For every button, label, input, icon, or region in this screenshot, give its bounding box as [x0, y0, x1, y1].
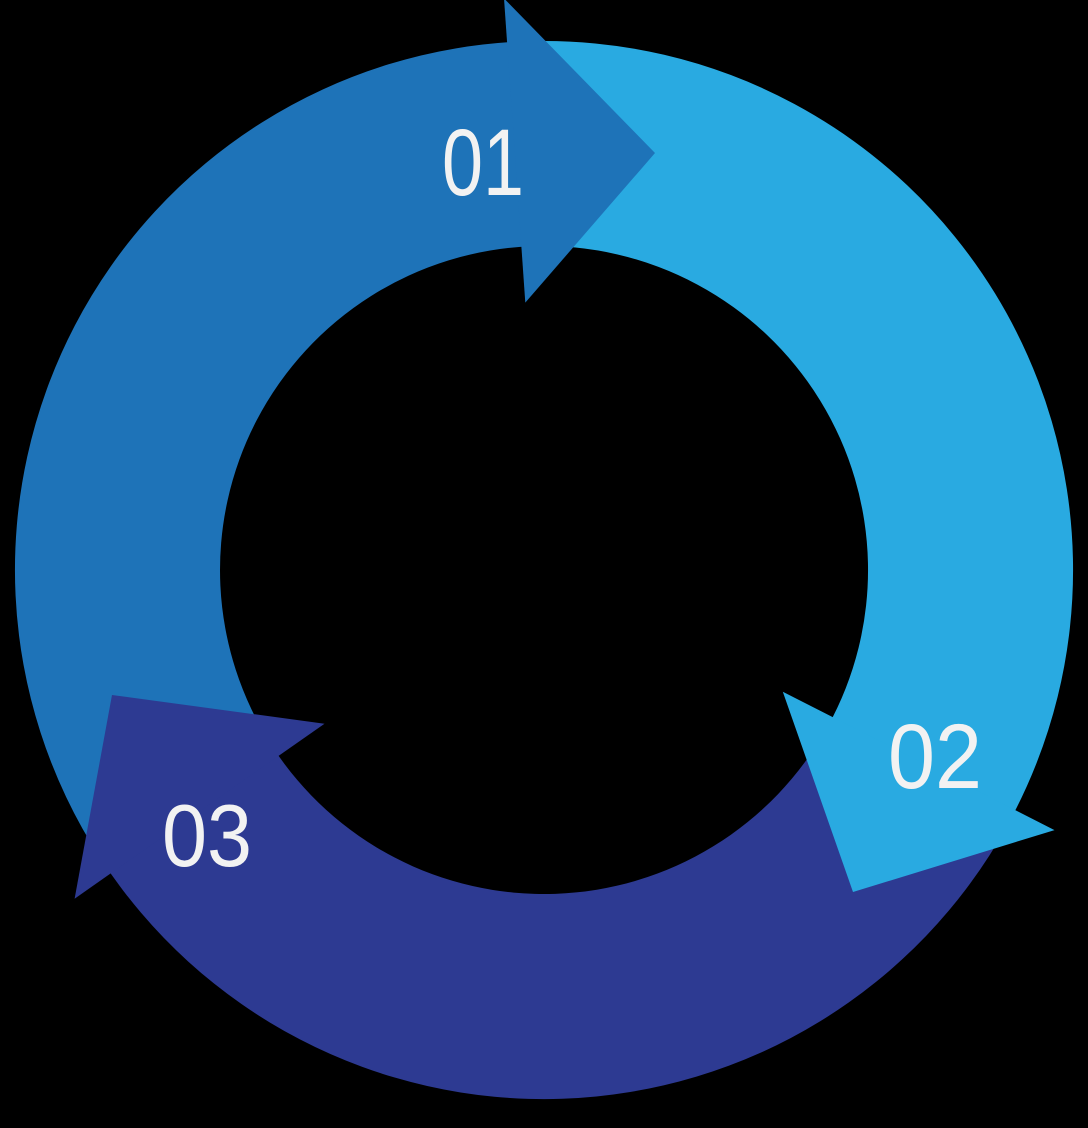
- step-3-arrowhead: [74, 695, 325, 899]
- step-3-arc-body: [100, 727, 1007, 1100]
- step-1-label: 01: [442, 110, 524, 216]
- step-3-label: 03: [162, 786, 252, 885]
- step-1-arc-body: [14, 41, 533, 859]
- step-2-arc-body: [525, 40, 1074, 827]
- step-1-arrowhead: [504, 0, 655, 303]
- step-2-label: 02: [888, 706, 982, 808]
- step-2-arrowhead: [782, 691, 1055, 892]
